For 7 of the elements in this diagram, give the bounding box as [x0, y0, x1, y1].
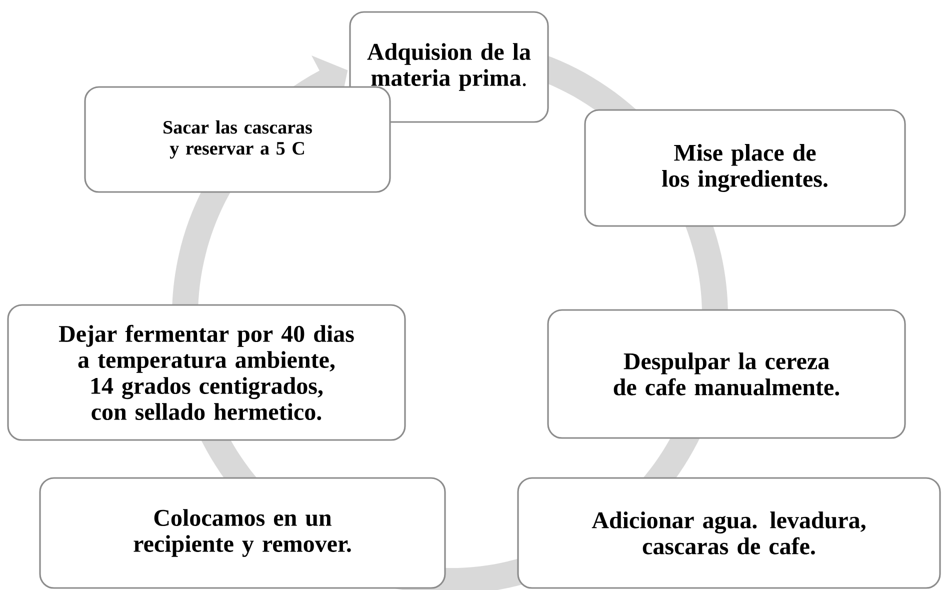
- step-box: Adicionar agua. levadura, cascaras de cafe.: [517, 477, 941, 589]
- step-box: Colocamos en un recipiente y remover.: [39, 477, 446, 589]
- step-box: Adquision de la materia prima.: [349, 11, 549, 123]
- step-box: Mise place de los ingredientes.: [584, 109, 906, 227]
- step-box: Sacar las cascaras y reservar a 5 C: [84, 86, 391, 193]
- step-box: Dejar fermentar por 40 dias a temperatura ambiente, 14 grados centigrados, con sellado hermetico.: [7, 304, 406, 441]
- step-box: Despulpar la cereza de cafe manualmente.: [547, 309, 906, 439]
